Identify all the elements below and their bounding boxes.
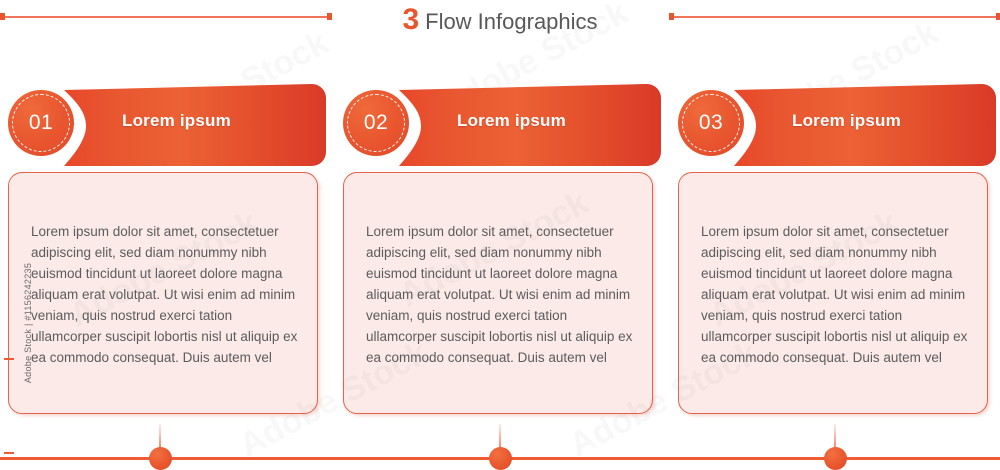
step-content-box-3: Lorem ipsum dolor sit amet, consectetuer… [678,172,988,414]
step-heading-1: Lorem ipsum [122,111,231,130]
step-number-badge-2[interactable]: 02 [343,90,409,156]
timeline-marker-2[interactable] [489,447,512,470]
header-rule-right [670,16,1000,18]
step-number-badge-3[interactable]: 03 [678,90,744,156]
watermark-rule-bottom [4,452,14,454]
step-body-text-2: Lorem ipsum dolor sit amet, consectetuer… [366,224,633,365]
watermark-rule-top [4,358,14,360]
banner-ribbon-shape [399,84,661,166]
step-card-2[interactable]: Lorem ipsum 02 Lorem ipsum dolor sit ame… [343,84,661,416]
step-content-box-2: Lorem ipsum dolor sit amet, consectetuer… [343,172,653,414]
timeline-connector-3 [834,424,836,458]
dashed-ring-icon [682,94,740,152]
timeline-connector-1 [159,424,161,458]
timeline-connector-2 [499,424,501,458]
banner-ribbon-shape [734,84,996,166]
header-rule-right-start-cap [669,13,674,20]
header-rule-left-end-cap [327,13,332,20]
step-heading-2: Lorem ipsum [457,111,566,130]
stock-watermark-text: Adobe Stock | #1156242235 [23,262,33,384]
banner-ribbon-shape [64,84,326,166]
step-number-label-1: 01 [28,111,54,134]
step-card-3[interactable]: Lorem ipsum 03 Lorem ipsum dolor sit ame… [678,84,996,416]
dashed-ring-icon [347,94,405,152]
timeline-marker-3[interactable] [824,447,847,470]
step-body-text-1: Lorem ipsum dolor sit amet, consectetuer… [31,224,298,365]
page-title-number: 3 [402,3,420,36]
dashed-ring-icon [12,94,70,152]
step-body-text-3: Lorem ipsum dolor sit amet, consectetuer… [701,224,968,365]
step-content-box-1: Lorem ipsum dolor sit amet, consectetuer… [8,172,318,414]
page-title-text: Flow Infographics [425,9,598,34]
step-number-label-2: 02 [363,111,389,134]
step-banner-2[interactable]: Lorem ipsum [399,84,661,166]
step-banner-3[interactable]: Lorem ipsum [734,84,996,166]
header-rule-right-end-cap [996,13,1000,20]
header-rule-left [2,16,330,18]
step-card-1[interactable]: Lorem ipsum 01 Lorem ipsum dolor sit ame… [8,84,326,416]
step-banner-1[interactable]: Lorem ipsum [64,84,326,166]
header-rule-left-start-cap [0,13,5,20]
step-number-badge-1[interactable]: 01 [8,90,74,156]
step-number-label-3: 03 [698,111,724,134]
step-heading-3: Lorem ipsum [792,111,901,130]
timeline-marker-1[interactable] [149,447,172,470]
